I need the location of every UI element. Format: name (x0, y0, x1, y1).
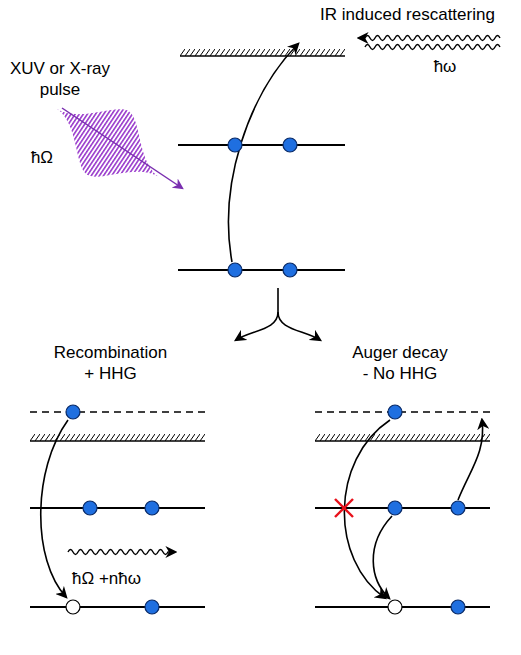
label-text: ħω (415, 56, 475, 77)
electron-dot (283, 263, 297, 277)
recombination-arrow (41, 420, 68, 597)
continuum-edge (180, 55, 345, 57)
branch-arrow (278, 312, 320, 340)
electron-dot (228, 138, 242, 152)
pulse-direction-arrow (62, 108, 182, 188)
core-hole (66, 600, 80, 614)
continuum-hatch (315, 434, 490, 441)
continuum-edge (315, 440, 490, 442)
label-text: ħΩ +nħω (72, 568, 202, 589)
ir-wave (365, 45, 500, 50)
hhg-photon-wave (68, 550, 175, 555)
ir-wave-arrow (359, 36, 500, 41)
label-text: Recombination + HHG (48, 342, 173, 385)
continuum-hatch (180, 49, 345, 56)
electron-dot (451, 501, 465, 515)
branch-arrow (236, 288, 278, 340)
blocked-cross (335, 499, 353, 517)
energy-level (178, 144, 345, 146)
core-hole (388, 600, 402, 614)
electron-dot (83, 501, 97, 515)
electron-dot (66, 405, 80, 419)
label-text: Auger decay - No HHG (350, 342, 450, 385)
energy-level (178, 269, 345, 271)
auger-fill-arrow (373, 516, 392, 598)
auger-emission-arrow (458, 420, 483, 500)
label-text: XUV or X-ray pulse (4, 58, 116, 101)
excited-level-dashed (30, 411, 205, 413)
electron-dot (145, 501, 159, 515)
electron-dot (388, 501, 402, 515)
electron-dot (145, 600, 159, 614)
electron-dot (451, 600, 465, 614)
electron-dot (388, 405, 402, 419)
blocked-cross (335, 499, 353, 517)
energy-level (30, 606, 205, 608)
ionization-arrow (229, 44, 298, 262)
blocked-recombination-arrow (344, 420, 390, 598)
electron-dot (228, 263, 242, 277)
label-text: ħΩ (20, 147, 64, 168)
energy-level (30, 507, 205, 509)
label-text: IR induced rescattering (300, 4, 515, 25)
electron-dot (283, 138, 297, 152)
